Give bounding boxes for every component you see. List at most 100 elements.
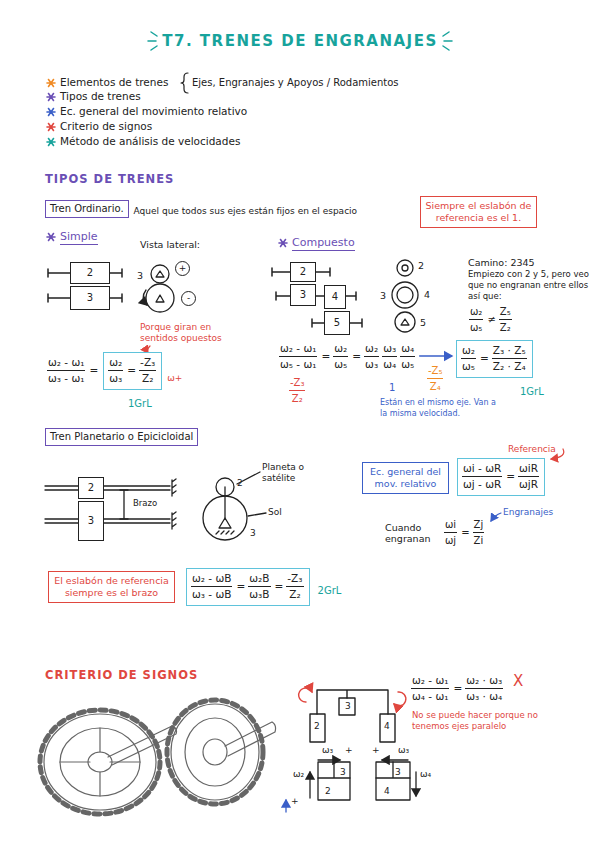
gear-box: 4 [324, 285, 346, 309]
callout-number: 1 [389, 381, 395, 394]
formula-term: ω₃ [109, 372, 122, 385]
formula-term: ω₅ - ω₁ [280, 358, 316, 371]
note-text: Engranajes [503, 506, 553, 519]
note-text: + [291, 795, 299, 808]
formula-term: ω₂ - ω₁ [48, 356, 84, 369]
note-text: Camino: 2345 [468, 256, 535, 269]
note-text: Elementos de trenes [60, 76, 168, 89]
formula-term: ω₃ - ω₁ [48, 372, 84, 385]
formula-term: ω₃B [249, 588, 269, 601]
fraction-bar [382, 356, 397, 357]
page-title: T7. TRENES DE ENGRANAJES [162, 32, 437, 50]
formula-term: = [275, 580, 284, 593]
leader-arrow [419, 355, 452, 356]
formula-term: Z₅ [500, 305, 511, 318]
formula-term: ω₃ - ωB [192, 588, 231, 601]
formula-term: Z₂ [292, 392, 303, 405]
formula-term: Z₂ · Z₄ [493, 360, 526, 373]
fraction-bar [462, 476, 502, 477]
fraction-bar [461, 358, 476, 359]
fraction-bar [427, 378, 443, 379]
fraction-bar [518, 476, 539, 477]
note-box: Siempre el eslabón de referencia es el 1… [420, 196, 537, 228]
formula-term: ω₄ [383, 358, 396, 371]
formula-term: ωi - ωR [463, 462, 501, 475]
formula-term: ω₄ [401, 342, 414, 355]
sign-sketches [286, 760, 416, 812]
heading-box: Ec. general del mov. relativo [362, 462, 449, 494]
formula-term: -Z₃ [290, 376, 304, 389]
node-text: Tren Ordinario. [50, 203, 124, 215]
formula-term: ω+ [167, 372, 182, 385]
note-text: Aquel que todos sus ejes están fijos en … [134, 205, 357, 218]
callout-number: 4 [384, 720, 390, 733]
formula-term: ω₂ [470, 305, 482, 318]
callout-number: 3 [340, 766, 346, 779]
callout-number: 2 [325, 785, 331, 798]
gear-arrow [491, 513, 501, 521]
fraction-bar [400, 356, 415, 357]
note-text: Están en el mismo eje. Van a la misma ve… [380, 397, 505, 419]
fraction-bar [492, 358, 527, 359]
formula-term: Zj [474, 518, 484, 531]
fraction-bar [411, 688, 449, 689]
callout-number: 3 [395, 766, 401, 779]
formula-term: ωi [445, 518, 456, 531]
node-text: Tren Planetario o Epicicloidal [50, 431, 193, 443]
note-text: Brazo [133, 497, 157, 510]
bevel-train-sketch [310, 690, 395, 742]
formula-term: ω₅ [334, 358, 347, 371]
heading-box: Tren Planetario o Epicicloidal [45, 428, 198, 446]
formula-box: ωi - ωRωj - ωR=ωiRωjR [457, 458, 545, 496]
formula-term: Z₃ · Z₅ [493, 344, 526, 357]
formula-box: ω₂ω₃=-Z₃Z₂ [103, 352, 162, 390]
node-text: 2 [300, 266, 306, 278]
fraction-bar [191, 586, 232, 587]
node-text: 3 [300, 289, 306, 301]
note-text: TIPOS DE TRENES [45, 173, 174, 186]
node-text: Ec. general del mov. relativo [366, 466, 445, 490]
callout-number: 5 [420, 316, 426, 329]
formula-term: ω₂ [462, 344, 475, 357]
fraction-bar [108, 370, 123, 371]
gear-box: 3 [78, 501, 104, 541]
formula-term: ≠ [487, 313, 495, 326]
formula-term: ω₂B [249, 572, 269, 585]
formula-term: = [352, 350, 361, 363]
gear-box: 3 [70, 286, 110, 310]
formula-term: = [506, 470, 515, 483]
formula-term: = [480, 352, 489, 365]
fraction-bar [465, 688, 503, 689]
fraction-bar [364, 356, 379, 357]
formula-term: ωj [445, 534, 456, 547]
formula-term: ωjR [519, 478, 538, 491]
note-text: 2GrL [318, 584, 342, 597]
fraction-bar [289, 390, 305, 391]
formula-term: = [461, 526, 469, 539]
note-text: Criterio de signos [60, 120, 152, 133]
callout-number: 3 [345, 700, 351, 713]
fraction-bar [248, 586, 270, 587]
gear-box: 3 [290, 284, 316, 306]
note-text: Cuando engranan [385, 522, 437, 544]
formula-box: ω₂ - ωBω₃ - ωB=ω₂Bω₃B=-Z₃Z₂ [186, 568, 310, 606]
note-text: Compuesto [292, 236, 355, 251]
callout-number: 3 [137, 269, 143, 282]
formula-term: Z₂ [142, 372, 153, 385]
formula-term: ω₂ - ω₁ [412, 674, 448, 687]
note-text: No se puede hacer porque no tenemos ejes… [412, 710, 544, 732]
callout-number: 3 [380, 289, 386, 302]
formula-term: ω₃ [365, 358, 378, 371]
title-sparkles [148, 32, 452, 50]
note-text: - [181, 291, 196, 306]
formula-term: = [236, 580, 245, 593]
node-text: 2 [87, 267, 93, 279]
compound-side-view [392, 260, 418, 332]
callout-number: 4 [384, 785, 390, 798]
note-text: Ejes, Engranajes y Apoyos / Rodamientos [192, 76, 399, 89]
node-text: 5 [334, 317, 340, 329]
note-text: Sol [268, 506, 282, 519]
note-text: X [513, 675, 523, 688]
node-text: 2 [88, 482, 94, 494]
simple-side-view [143, 265, 174, 312]
